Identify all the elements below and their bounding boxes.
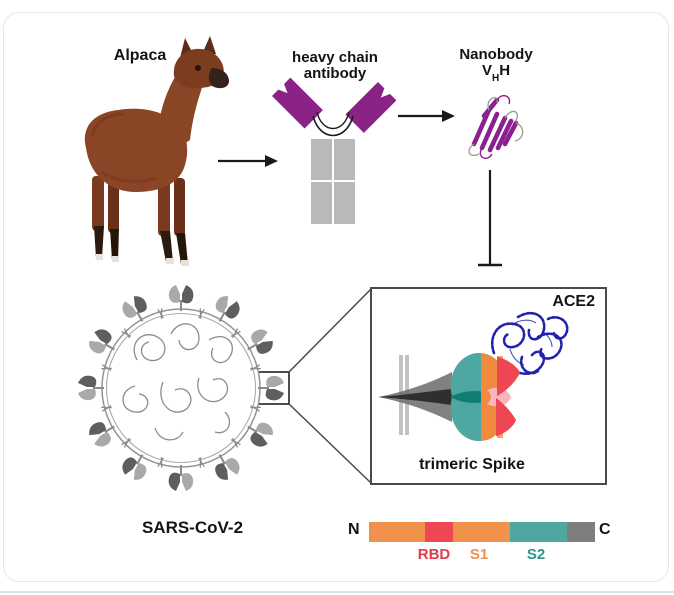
nanobody-label: Nanobody VHH — [453, 46, 539, 85]
ace2-label: ACE2 — [552, 293, 595, 310]
c-terminus-label: C — [599, 521, 611, 538]
virus-pictogram — [77, 284, 285, 492]
antibody-constant-domains-icon — [311, 139, 355, 224]
antibody-label-line2: antibody — [303, 65, 367, 83]
n-terminus-label: N — [348, 521, 360, 538]
arrow-antibody-to-nanobody-icon — [398, 110, 455, 122]
nanobody-ribbon-icon — [468, 94, 524, 159]
callout-line-bottom — [288, 403, 372, 484]
spike-domain-bar — [369, 522, 595, 542]
domain-segment-S1-cterm — [453, 522, 510, 542]
callout-line-top — [288, 288, 372, 373]
antibody-hinge-icon — [316, 111, 350, 129]
bottom-accent-line — [0, 591, 674, 593]
virus-rna-squiggle-icon — [122, 323, 233, 441]
antibody-label-line1: heavy chain — [292, 49, 378, 66]
domain-label-s2: S2 — [526, 546, 546, 563]
virus-label: SARS-CoV-2 — [141, 518, 244, 537]
nanobody-vhh-label: VHH — [481, 62, 511, 85]
antibody-hinge-icon — [312, 115, 354, 137]
domain-segment-S1-nterm — [369, 522, 425, 542]
spike-rbd-icon — [497, 357, 520, 396]
domain-segment-C-tail — [567, 522, 595, 542]
antibody-vhh-arm-icon — [345, 82, 397, 133]
alpaca-ear-icon — [202, 36, 216, 54]
domain-segment-RBD — [425, 522, 453, 542]
antibody-pictogram — [272, 77, 397, 224]
virus-membrane-inner — [105, 312, 257, 464]
antibody-vhh-arm-icon — [272, 77, 323, 129]
trimeric-spike-pictogram — [378, 352, 520, 442]
arrow-alpaca-to-antibody-icon — [218, 155, 278, 167]
spike-rbd-icon — [496, 398, 516, 436]
antibody-label: heavy chain antibody — [281, 49, 389, 83]
domain-label-rbd: RBD — [417, 546, 451, 563]
alpaca-label: Alpaca — [113, 47, 167, 64]
nanobody-label-line1: Nanobody — [459, 46, 533, 63]
spike-rbd-pale-icon — [487, 387, 511, 407]
domain-label-s1: S1 — [469, 546, 489, 563]
virus-membrane-outer — [101, 308, 261, 468]
domain-segment-S2 — [510, 522, 567, 542]
spike-stalk-core-icon — [378, 389, 452, 405]
alpaca-illustration — [84, 36, 229, 266]
inhibition-bar-icon — [478, 170, 502, 267]
spike-inset-box: ACE2 — [370, 287, 607, 485]
trimeric-spike-label: trimeric Spike — [419, 456, 525, 473]
